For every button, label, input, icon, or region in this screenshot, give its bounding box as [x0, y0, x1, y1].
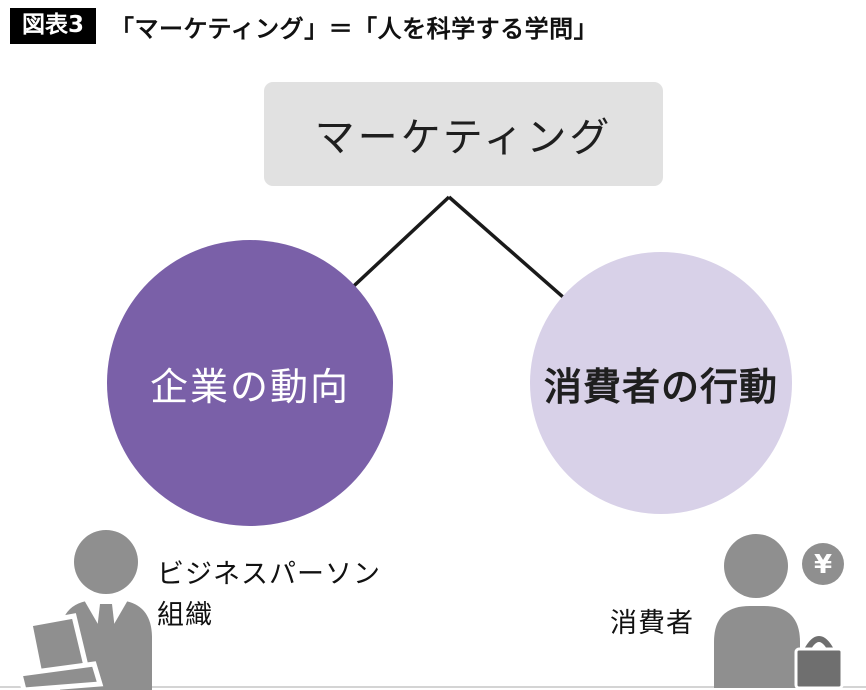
caption-businessperson: ビジネスパーソン [157, 559, 381, 590]
marketing-box-label: マーケティング [314, 115, 613, 161]
company-circle-label: 企業の動向 [149, 364, 350, 409]
caption-organization: 組織 [157, 600, 213, 631]
consumer-circle-label: 消費者の行動 [543, 364, 778, 409]
company-circle: 企業の動向 [107, 240, 393, 526]
tie-icon [97, 604, 115, 642]
businessperson-with-laptop-icon [18, 530, 152, 690]
figure-title: 「マーケティング」＝「人を科学する学問」 [110, 14, 599, 43]
caption-consumer: 消費者 [610, 608, 694, 639]
svg-text:¥: ¥ [814, 550, 832, 580]
shopping-bag-icon [794, 636, 844, 688]
consumer-circle: 消費者の行動 [530, 252, 792, 514]
bottom-divider [0, 686, 866, 688]
figure-header: 図表3 「マーケティング」＝「人を科学する学問」 [10, 8, 598, 44]
consumer-with-bag-icon: ¥ [714, 534, 844, 688]
yen-badge-icon: ¥ [802, 543, 844, 585]
marketing-box: マーケティング [264, 82, 663, 186]
figure-badge: 図表3 [10, 8, 97, 44]
